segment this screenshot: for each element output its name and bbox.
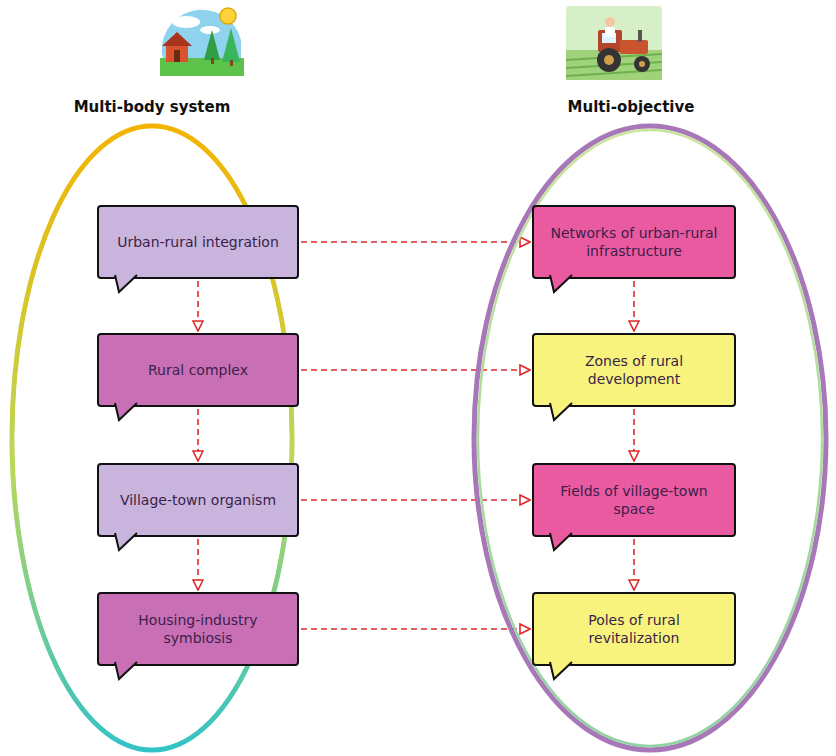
- dashed-arrow: [197, 409, 199, 461]
- dashed-arrow: [301, 369, 530, 371]
- speech-box: Zones of rural development: [532, 333, 736, 407]
- group-heading: Multi-objective: [470, 98, 792, 116]
- system-ellipse: Multi-body systemUrban-rural integration…: [8, 98, 296, 754]
- bubble-tail: [113, 403, 143, 425]
- speech-box: Urban-rural integration: [97, 205, 299, 279]
- box-label: Zones of rural development: [534, 346, 734, 394]
- dashed-arrow: [197, 539, 199, 590]
- dashed-arrow: [301, 499, 530, 501]
- box-label: Fields of village-town space: [534, 476, 734, 524]
- bubble-tail: [548, 662, 578, 684]
- bubble-tail: [113, 662, 143, 684]
- box-label: Housing-industry symbiosis: [99, 605, 297, 653]
- village-icon: [160, 6, 244, 76]
- bubble-tail: [548, 533, 578, 555]
- dashed-arrow: [301, 628, 530, 630]
- box-label: Urban-rural integration: [107, 227, 289, 257]
- bubble-tail: [113, 533, 143, 555]
- speech-box: Fields of village-town space: [532, 463, 736, 537]
- speech-box: Poles of rural revitalization: [532, 592, 736, 666]
- dashed-arrow: [197, 281, 199, 331]
- speech-box: Rural complex: [97, 333, 299, 407]
- speech-box: Housing-industry symbiosis: [97, 592, 299, 666]
- dashed-arrow: [633, 539, 635, 590]
- group-heading: Multi-body system: [8, 98, 296, 116]
- system-ellipse: Multi-objectiveNetworks of urban-rural i…: [470, 98, 830, 754]
- speech-box: Networks of urban-rural infrastructure: [532, 205, 736, 279]
- box-label: Village-town organism: [110, 485, 286, 515]
- box-label: Poles of rural revitalization: [534, 605, 734, 653]
- dashed-arrow: [301, 241, 530, 243]
- dashed-arrow: [633, 281, 635, 331]
- dashed-arrow: [633, 409, 635, 461]
- bubble-tail: [113, 275, 143, 297]
- tractor-icon: [566, 6, 662, 80]
- bubble-tail: [548, 275, 578, 297]
- speech-box: Village-town organism: [97, 463, 299, 537]
- box-label: Rural complex: [138, 355, 258, 385]
- box-label: Networks of urban-rural infrastructure: [534, 218, 734, 266]
- bubble-tail: [548, 403, 578, 425]
